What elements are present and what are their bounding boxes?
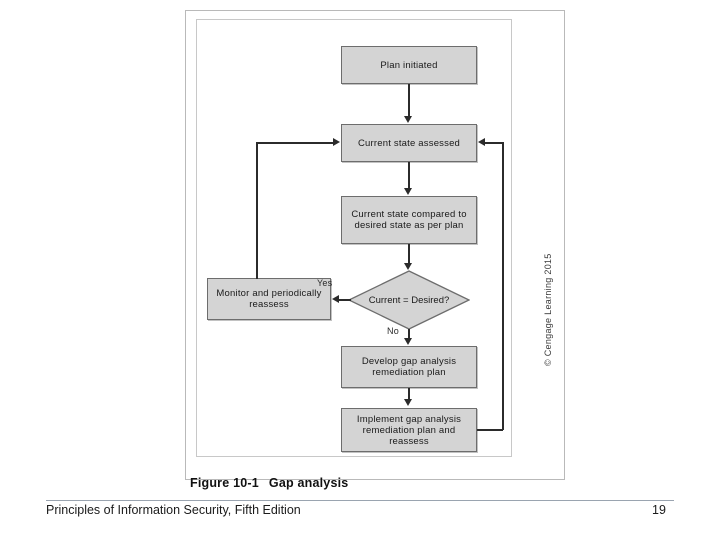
arrowhead-monitor-to-assessed xyxy=(333,138,340,146)
diagram-frame: Plan initiated Current state assessed Cu… xyxy=(196,19,512,457)
connector-plan-to-assessed xyxy=(408,84,410,117)
node-current-equals-desired: Current = Desired? xyxy=(348,270,470,330)
footer-book-title: Principles of Information Security, Fift… xyxy=(46,503,301,517)
figure-caption-title: Gap analysis xyxy=(268,476,349,490)
connector-monitor-to-assessed xyxy=(256,142,334,144)
node-label: Monitor and periodically reassess xyxy=(216,288,322,310)
node-develop-plan: Develop gap analysis remediation plan xyxy=(341,346,477,388)
node-current-state-assessed: Current state assessed xyxy=(341,124,477,162)
node-label: Current = Desired? xyxy=(368,294,450,306)
node-label: Current state compared to desired state … xyxy=(351,209,467,231)
arrowhead-decision-to-monitor xyxy=(332,295,339,303)
arrowhead-plan-to-assessed xyxy=(404,116,412,123)
figure-caption: Figure 10-1 Gap analysis xyxy=(190,476,348,490)
connector-implement-up xyxy=(502,142,504,430)
node-implement-plan: Implement gap analysis remediation plan … xyxy=(341,408,477,452)
node-plan-initiated: Plan initiated xyxy=(341,46,477,84)
figure-border: Plan initiated Current state assessed Cu… xyxy=(185,10,565,480)
arrowhead-compared-to-decision xyxy=(404,263,412,270)
edge-label-no: No xyxy=(387,326,399,336)
figure-credit: © Cengage Learning 2015 xyxy=(543,253,553,366)
arrowhead-decision-to-develop xyxy=(404,338,412,345)
arrowhead-implement-to-assessed xyxy=(478,138,485,146)
node-label: Implement gap analysis remediation plan … xyxy=(356,413,462,447)
connector-monitor-up xyxy=(256,142,258,279)
figure-caption-number: Figure 10-1 xyxy=(190,476,259,490)
node-current-state-compared: Current state compared to desired state … xyxy=(341,196,477,244)
connector-implement-right xyxy=(477,429,503,431)
node-label: Current state assessed xyxy=(357,137,461,149)
node-monitor-reassess: Monitor and periodically reassess xyxy=(207,278,331,320)
footer-page-number: 19 xyxy=(652,503,666,517)
connector-implement-to-assessed xyxy=(485,142,503,144)
arrowhead-develop-to-implement xyxy=(404,399,412,406)
edge-label-yes: Yes xyxy=(317,278,333,288)
connector-assessed-to-compared xyxy=(408,162,410,189)
connector-decision-to-monitor xyxy=(339,299,351,301)
node-label: Plan initiated xyxy=(380,59,438,71)
connector-compared-to-decision xyxy=(408,244,410,263)
connector-decision-to-develop xyxy=(408,329,410,339)
footer-divider xyxy=(46,500,674,501)
node-label: Develop gap analysis remediation plan xyxy=(361,356,457,378)
figure-image: Plan initiated Current state assessed Cu… xyxy=(48,6,672,496)
connector-develop-to-implement xyxy=(408,388,410,400)
arrowhead-assessed-to-compared xyxy=(404,188,412,195)
